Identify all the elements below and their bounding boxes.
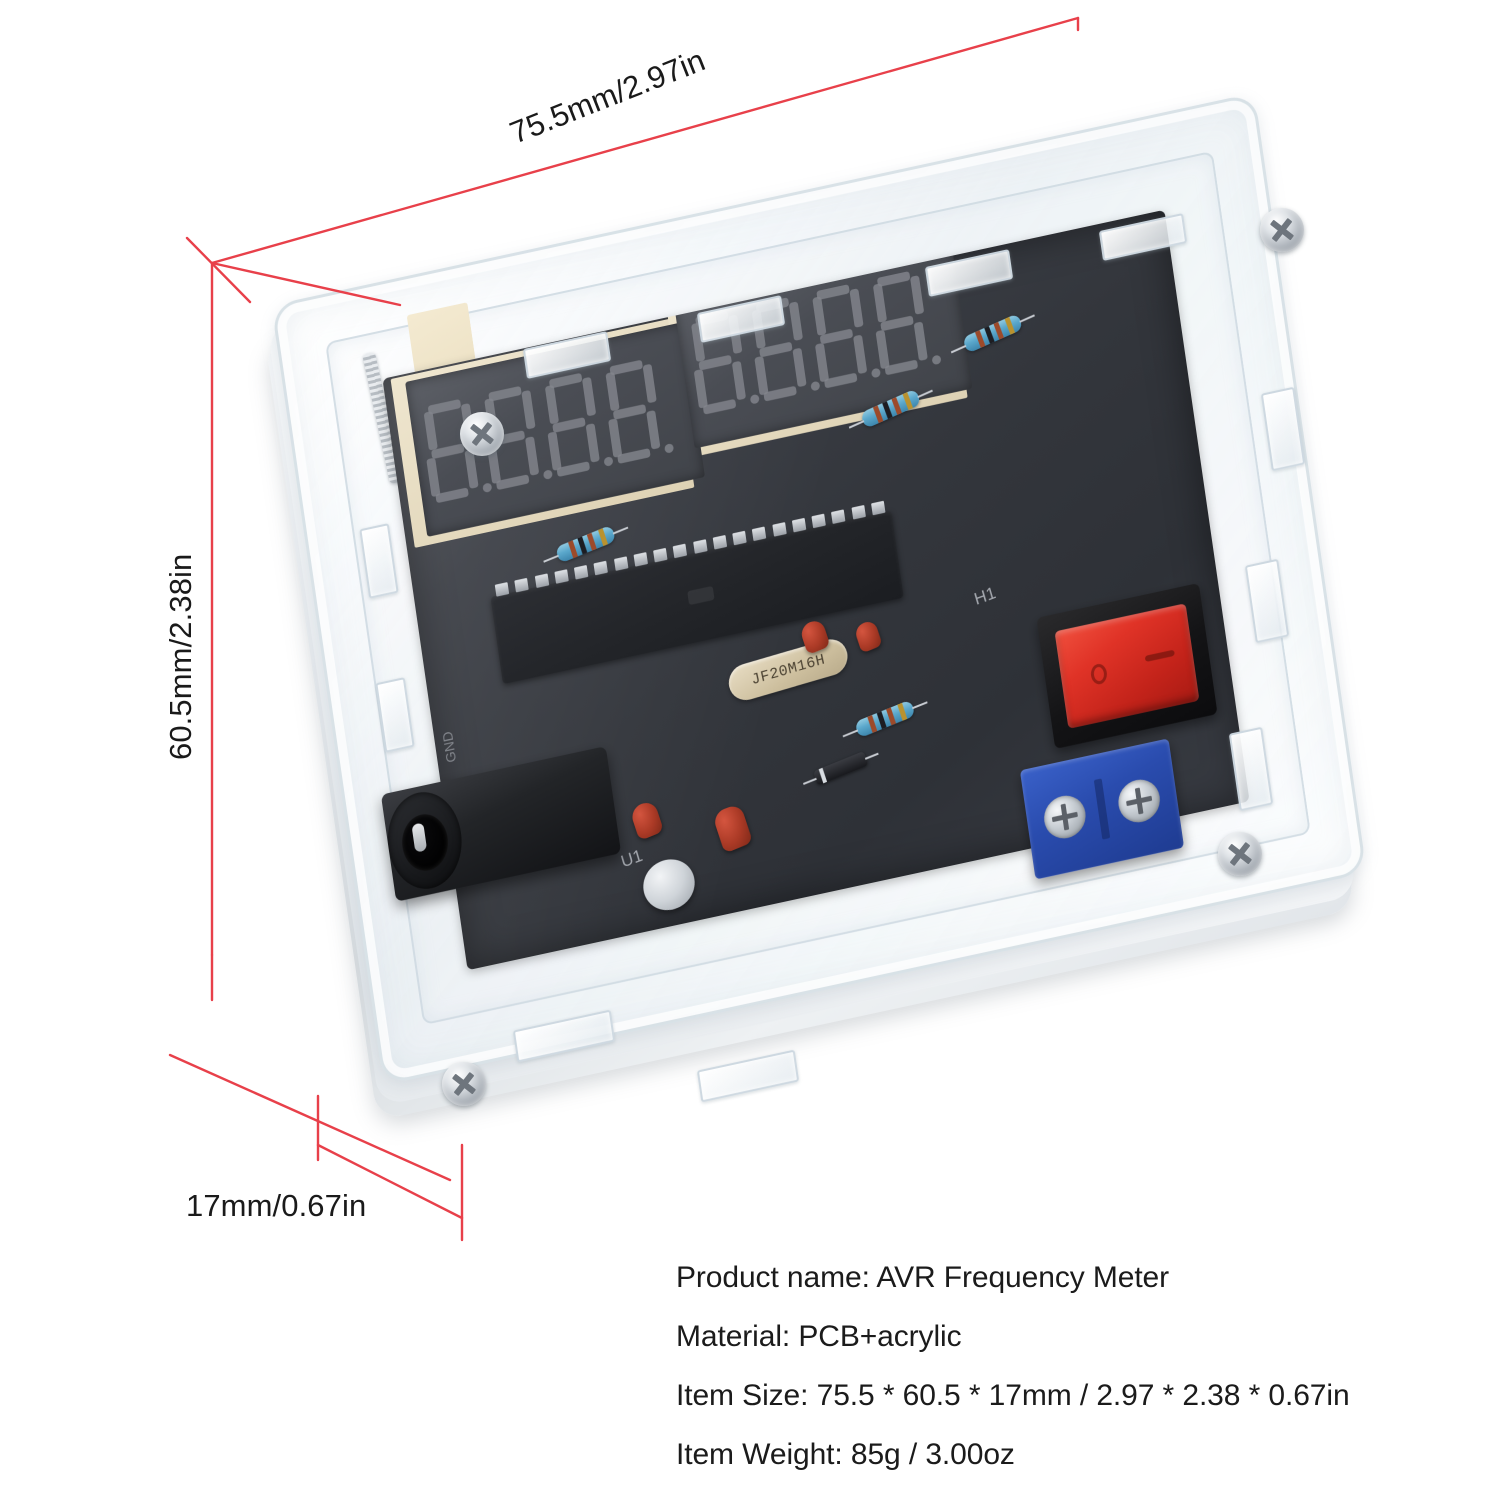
avr-frequency-meter-device: JF20M16H xyxy=(265,92,1410,1170)
seven-segment-digit xyxy=(538,368,614,483)
terminal-screw[interactable] xyxy=(1040,791,1089,843)
product-spec-list: Product name: AVR Frequency Meter Materi… xyxy=(676,1248,1466,1484)
seven-segment-digit xyxy=(805,280,881,395)
dimension-label-width: 75.5mm/2.97in xyxy=(505,42,710,151)
terminal-divider xyxy=(1093,778,1111,840)
acrylic-tab xyxy=(696,1049,800,1103)
case-screw-bottom-left xyxy=(442,1062,486,1106)
rocker-switch-cap[interactable] xyxy=(1054,603,1200,729)
spec-product-name: Product name: AVR Frequency Meter xyxy=(676,1261,1170,1294)
case-screw-bottom-right xyxy=(1218,832,1262,876)
rocker-off-marking xyxy=(1089,662,1109,686)
product-photo: JF20M16H xyxy=(265,92,1410,1170)
terminal-screw[interactable] xyxy=(1115,775,1163,827)
seven-segment-digit xyxy=(598,355,675,470)
case-screw-top-left xyxy=(460,412,504,456)
dimension-label-height: 60.5mm/2.38in xyxy=(163,553,198,760)
rocker-on-marking xyxy=(1144,649,1175,663)
silkscreen-label-h1: H1 xyxy=(972,583,998,609)
spec-item-weight: Item Weight: 85g / 3.00oz xyxy=(676,1438,1015,1471)
case-screw-top-right xyxy=(1260,208,1304,252)
ic-orientation-notch xyxy=(687,585,715,606)
spec-material: Material: PCB+acrylic xyxy=(676,1320,962,1353)
spec-item-size: Item Size: 75.5 * 60.5 * 17mm / 2.97 * 2… xyxy=(676,1379,1350,1412)
resistor xyxy=(961,313,1024,354)
dc-jack-barrel xyxy=(381,785,468,896)
dimension-label-depth: 17mm/0.67in xyxy=(186,1188,367,1223)
dimension-arrow-top-left xyxy=(185,236,252,304)
seven-segment-digit xyxy=(866,267,942,382)
